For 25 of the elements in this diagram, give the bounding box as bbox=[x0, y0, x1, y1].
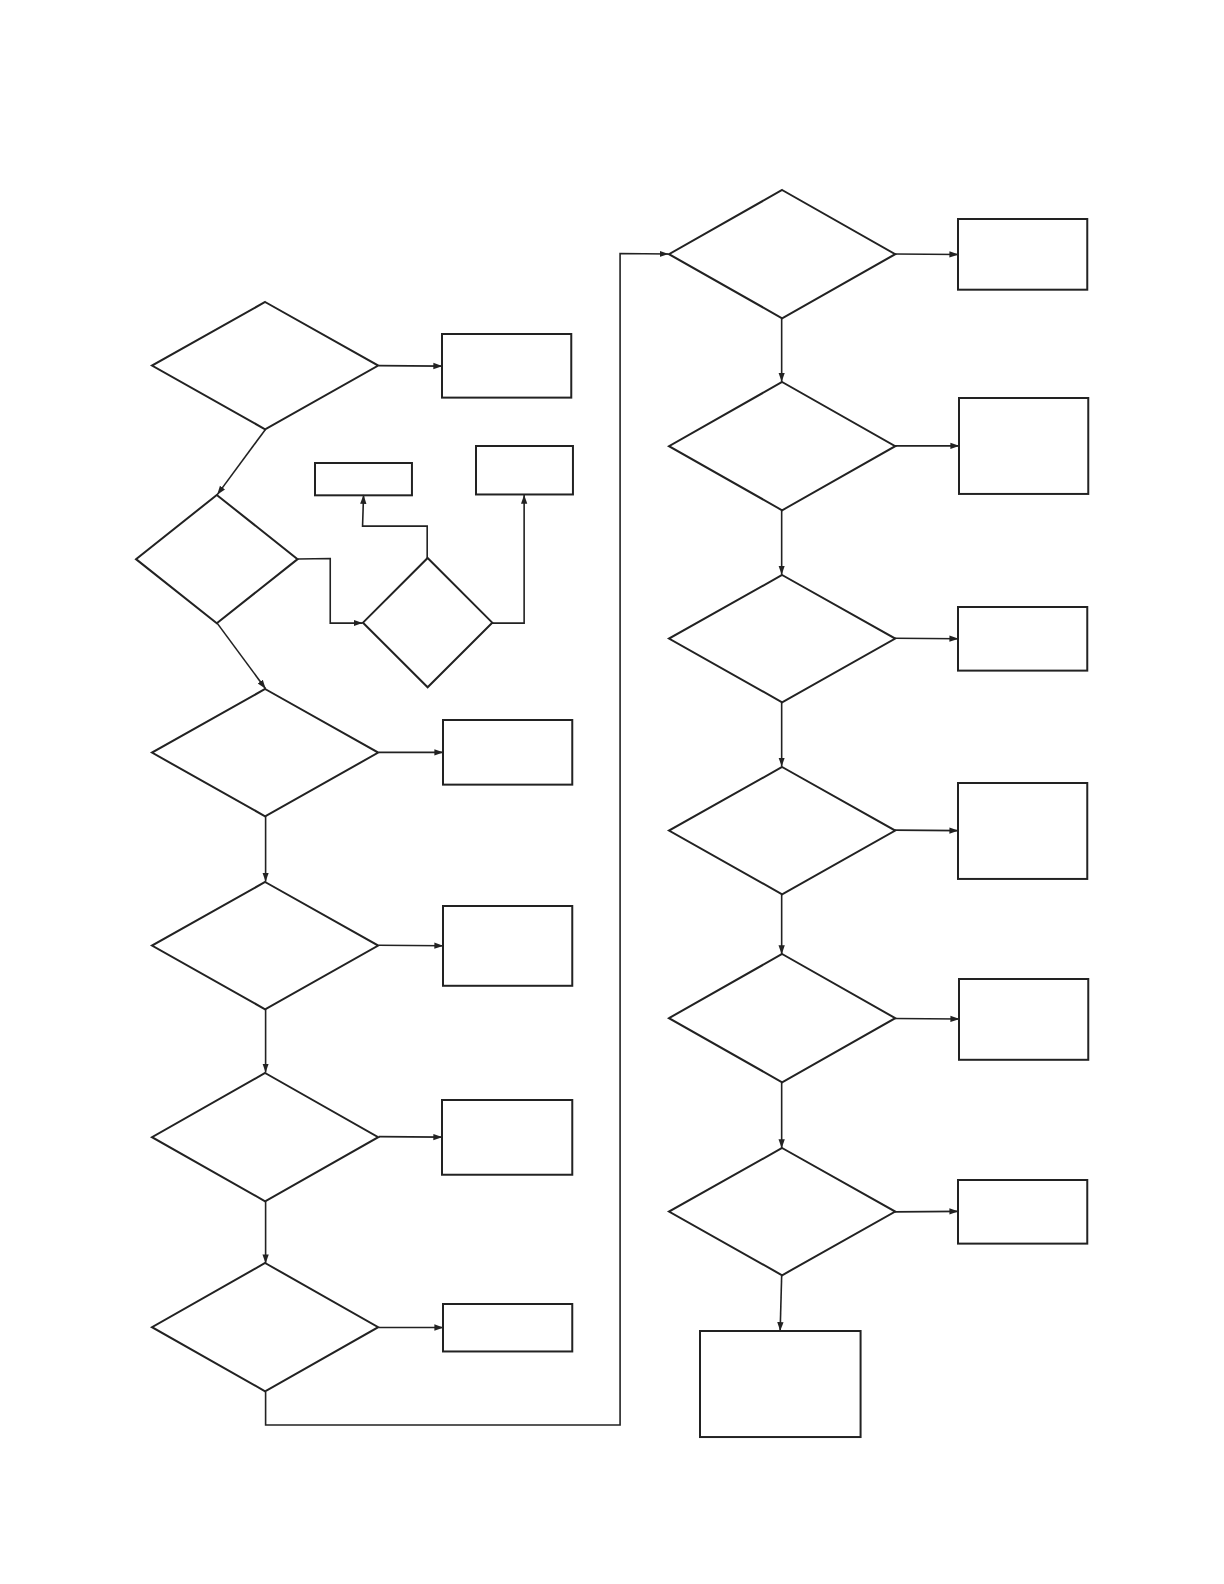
arrow bbox=[262, 1008, 269, 1074]
arrow bbox=[262, 1199, 269, 1265]
arrow bbox=[893, 251, 960, 258]
arrow bbox=[216, 428, 267, 496]
arrow bbox=[893, 1208, 960, 1215]
arrow bbox=[778, 701, 785, 768]
arrow bbox=[360, 494, 428, 560]
arrow bbox=[297, 557, 364, 627]
arrow bbox=[377, 942, 445, 949]
arrow bbox=[777, 1274, 784, 1332]
arrow bbox=[377, 362, 444, 370]
arrow bbox=[893, 442, 961, 449]
arrow bbox=[262, 815, 269, 883]
arrow bbox=[778, 509, 785, 576]
arrow bbox=[216, 622, 267, 690]
arrow bbox=[377, 1324, 445, 1331]
arrow bbox=[377, 1133, 444, 1141]
arrow bbox=[377, 749, 445, 756]
arrow bbox=[893, 635, 960, 642]
arrow bbox=[778, 1081, 785, 1150]
arrow bbox=[264, 250, 670, 1426]
arrow bbox=[778, 317, 785, 383]
arrow bbox=[491, 494, 528, 624]
arrow bbox=[893, 827, 960, 834]
arrow bbox=[778, 892, 785, 956]
